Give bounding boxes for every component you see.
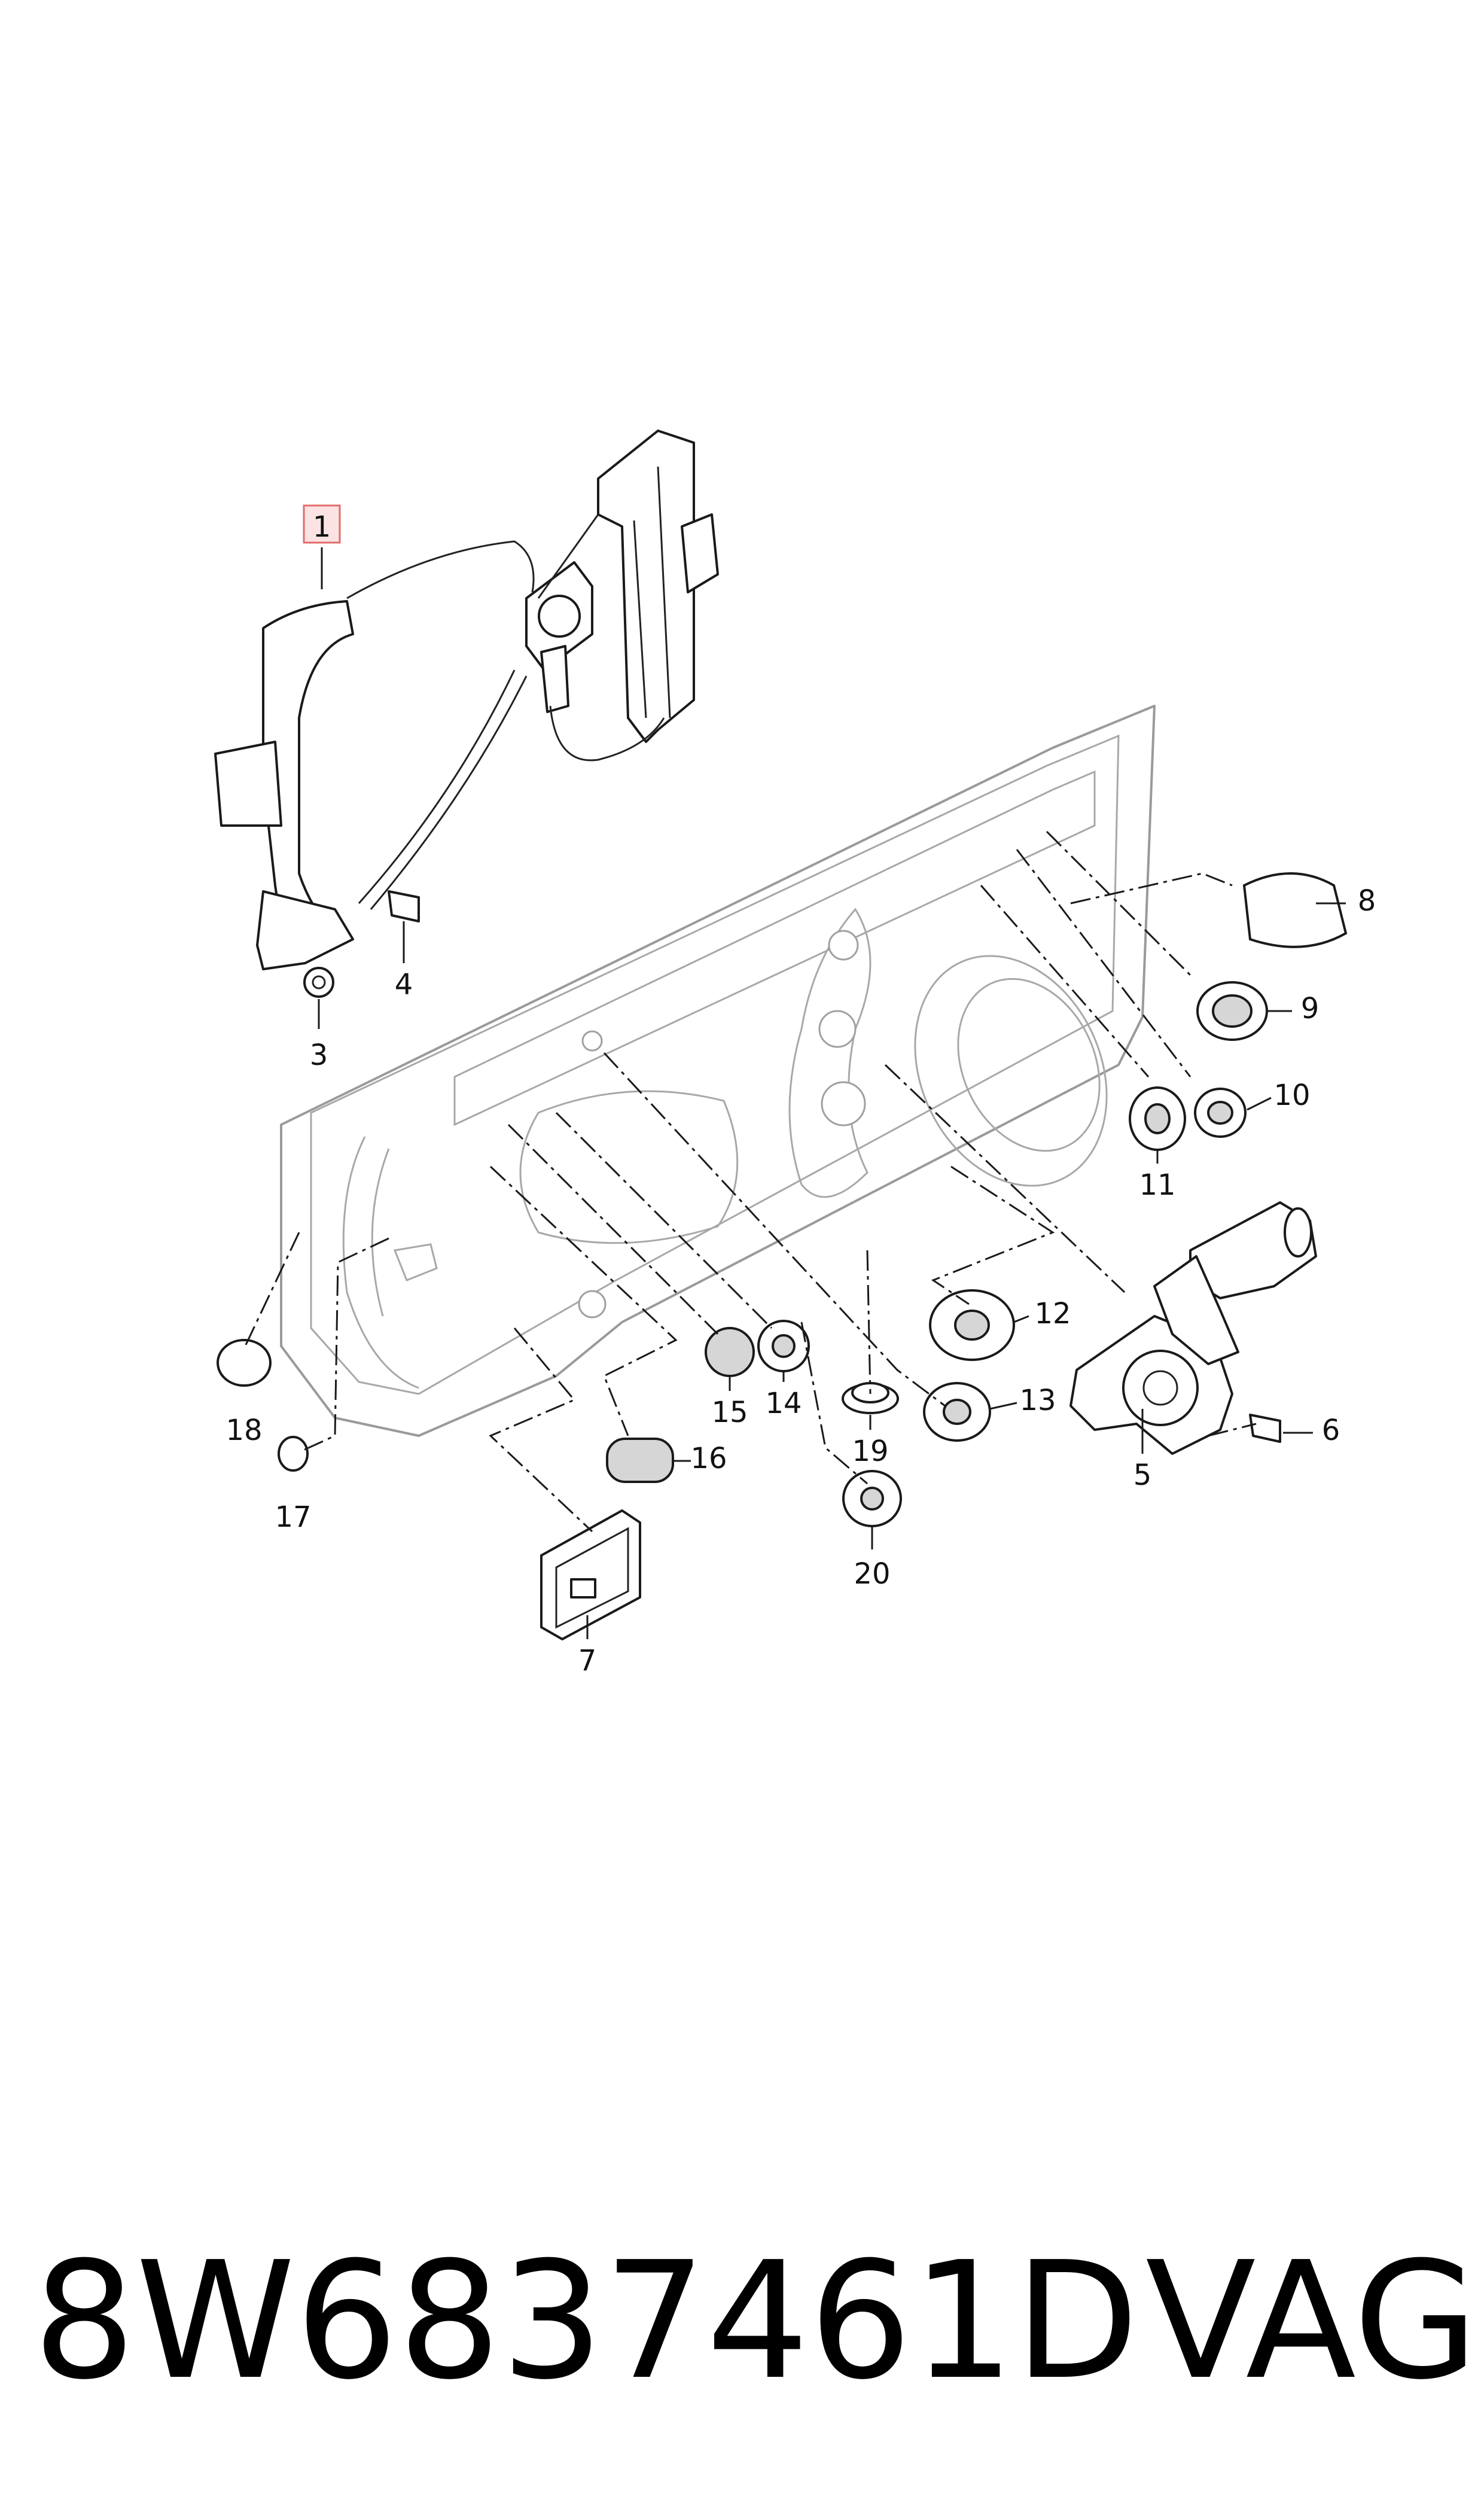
callout-1: 1	[313, 510, 331, 544]
callout-19: 19	[852, 1435, 888, 1468]
cap-18	[217, 1339, 272, 1387]
callout-17: 17	[275, 1500, 311, 1534]
callout-15: 15	[711, 1396, 748, 1429]
assembly-lines	[244, 830, 1257, 1533]
callout-16: 16	[690, 1442, 727, 1475]
plug-15	[705, 1327, 755, 1377]
part-number: 8W6837461D	[33, 2227, 1139, 2415]
callout-9: 9	[1301, 992, 1320, 1025]
callout-13: 13	[1019, 1384, 1056, 1417]
control-unit	[540, 1509, 641, 1640]
cap-8	[1242, 872, 1348, 948]
callout-8: 8	[1358, 884, 1376, 918]
callout-3: 3	[310, 1039, 328, 1072]
callout-5: 5	[1133, 1459, 1152, 1492]
callout-18: 18	[226, 1414, 262, 1447]
callout-11: 11	[1139, 1168, 1175, 1202]
callout-6: 6	[1322, 1414, 1340, 1447]
brand-label: VAG	[1145, 2227, 1479, 2415]
screw-4	[388, 890, 420, 922]
callout-4: 4	[395, 968, 413, 1001]
callout-12: 12	[1034, 1297, 1071, 1330]
callout-1-highlight-box	[303, 504, 341, 544]
door-inner-panel	[280, 705, 1156, 1437]
callout-14: 14	[765, 1387, 802, 1420]
plug-16	[606, 1438, 674, 1483]
window-motor	[1069, 1201, 1317, 1455]
caption-bar: 8W6837461D VAG	[33, 2227, 1479, 2423]
leader-lines	[318, 547, 1346, 1639]
callout-7: 7	[578, 1644, 597, 1677]
callout-20: 20	[854, 1557, 890, 1591]
callout-10: 10	[1273, 1079, 1310, 1112]
window-regulator	[214, 430, 719, 970]
screw-6	[1249, 1414, 1281, 1443]
clip-17	[278, 1436, 309, 1472]
nut-3	[303, 967, 334, 998]
hardware-parts	[217, 872, 1348, 1527]
